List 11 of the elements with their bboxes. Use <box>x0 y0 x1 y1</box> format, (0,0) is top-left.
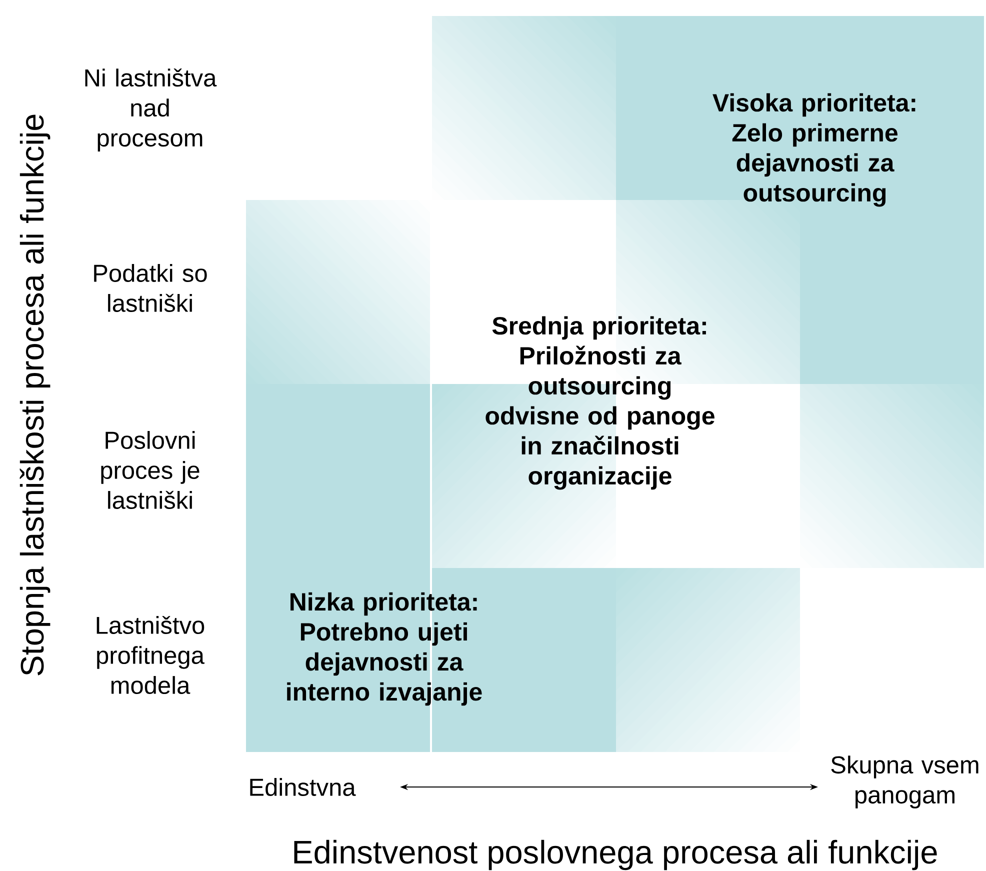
row-label: Poslovni proces je lastniški <box>101 431 200 509</box>
quadrant-label: Visoka prioriteta: Zelo primerne dejavnosti za outsourcing <box>712 93 916 207</box>
scale-label: Edinstvna <box>250 778 356 796</box>
quadrant-label: Nizka prioriteta: Potrebno ujeti dejavnosti za interno izvajanje <box>287 592 482 706</box>
axis-title: Stopnja lastniškosti procesa ali funkcije <box>20 114 50 676</box>
row-label: Ni lastništva nad procesom <box>85 68 217 152</box>
row-label: Lastništvo profitnega modela <box>96 616 204 694</box>
axis-title: Edinstvenost poslovnega procesa ali funkcije <box>294 840 937 870</box>
quadrant-label: Srednja prioriteta: Priložnosti za outsourcing odvisne od panoge in značilnosti organizacije <box>486 316 714 490</box>
scale-label: Skupna vsem panogam <box>831 756 978 808</box>
row-label: Podatki so lastniški <box>94 264 207 312</box>
